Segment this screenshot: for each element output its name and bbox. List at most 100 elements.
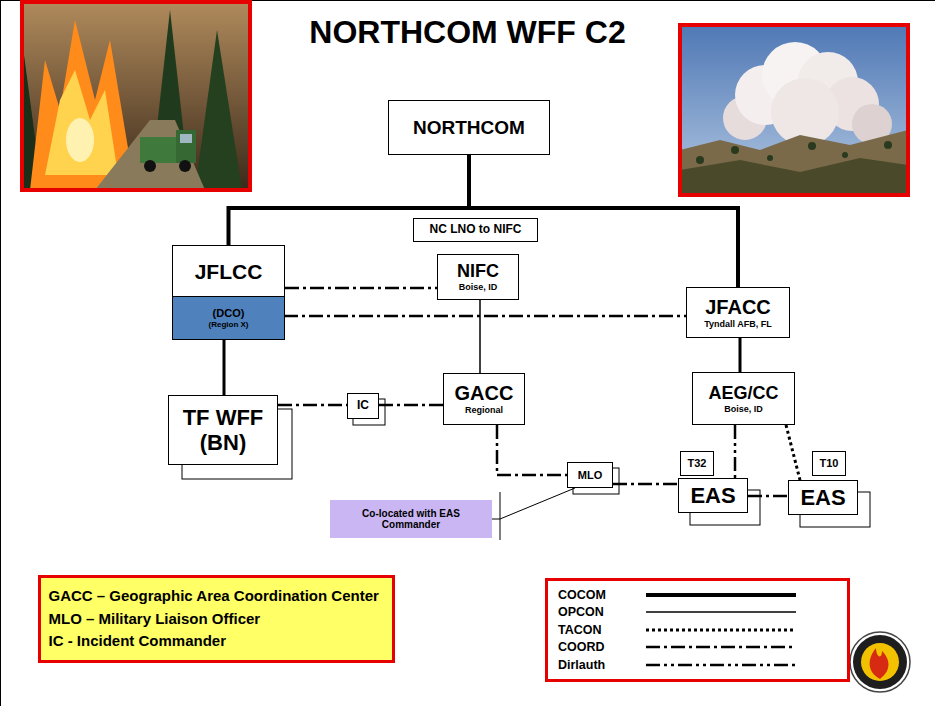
aircraft-tag: T32 <box>680 451 714 476</box>
connector <box>284 315 686 318</box>
road <box>95 120 205 190</box>
legend-line-sample <box>646 612 796 614</box>
abbreviation-key: GACC – Geographic Area Coordination Cent… <box>38 575 395 663</box>
connector <box>748 495 788 498</box>
legend-label: OPCON <box>558 605 646 619</box>
node-label: IC <box>357 399 369 413</box>
photo-border <box>680 25 908 195</box>
connector <box>613 483 678 486</box>
legend-row: OPCON <box>558 604 837 622</box>
command-box: JFLCC(DCO)(Region X) <box>172 245 285 340</box>
aircraft-tag: T10 <box>812 451 846 476</box>
node-label: MLO <box>578 469 602 482</box>
connector <box>497 425 567 475</box>
commander-box: IC <box>347 393 379 419</box>
tree <box>842 152 848 158</box>
hill <box>680 158 908 195</box>
fire-engine <box>176 130 196 163</box>
photo-border <box>22 2 250 190</box>
legend-label: Dirlauth <box>558 658 646 672</box>
dco-band: (DCO)(Region X) <box>173 296 284 339</box>
tree <box>195 30 242 190</box>
seal-ring <box>853 635 907 689</box>
squadron-box: EAS <box>678 478 748 513</box>
node-label: EAS <box>800 485 845 510</box>
squadron-box: EAS <box>788 480 858 515</box>
node-label: JFACC <box>705 296 771 319</box>
tree <box>731 146 739 154</box>
node-sublabel: Boise, ID <box>724 404 763 414</box>
node-label: NIFC <box>457 261 499 282</box>
photo-ground <box>22 2 250 190</box>
sky <box>680 25 908 195</box>
node-sublabel: MLO – Military Liaison Officer <box>49 608 261 631</box>
legend-sample <box>646 589 796 601</box>
node-label: GACC – Geographic Area Coordination Cent… <box>49 585 379 608</box>
node-sublabel: Tyndall AFB, FL <box>704 319 772 329</box>
legend-line-sample <box>646 664 796 667</box>
title-area: NORTHCOM WFF C2 <box>250 14 685 51</box>
smoke-photo <box>680 25 908 195</box>
node-label: T32 <box>688 457 707 470</box>
legend-row: COCOM <box>558 586 837 604</box>
legend-box: COCOM OPCON TACON COORD Dirlauth <box>545 578 850 682</box>
tree <box>884 141 892 149</box>
node-label: T10 <box>820 457 839 470</box>
node-sublabel: (Region X) <box>209 320 249 329</box>
connector <box>739 338 742 372</box>
connector <box>786 425 800 480</box>
node-label: EAS <box>690 483 735 508</box>
node-label: NC LNO to NIFC <box>430 223 522 237</box>
wheel <box>144 160 156 172</box>
node-label: GACC <box>455 382 514 405</box>
legend-row: COORD <box>558 639 837 657</box>
node-label: TF WFF (BN) <box>173 405 273 456</box>
node-label: (DCO) <box>213 307 245 320</box>
legend-row: TACON <box>558 621 837 639</box>
fire-engine <box>140 137 180 163</box>
legend-label: COCOM <box>558 588 646 602</box>
fire-engine <box>180 134 192 143</box>
legend-sample <box>646 659 796 671</box>
legend-sample <box>646 641 796 653</box>
tree <box>767 155 773 161</box>
legend-sample <box>646 624 796 636</box>
liaison-box: NC LNO to NIFC <box>413 218 538 242</box>
connector <box>734 425 737 478</box>
cloud <box>771 78 839 146</box>
legend-sample <box>646 606 796 618</box>
command-box: JFACCTyndall AFB, FL <box>686 287 790 338</box>
legend-line-sample <box>646 646 796 649</box>
node-sublabel: IC - Incident Commander <box>49 630 227 653</box>
seal-center <box>861 643 899 681</box>
legend-label: TACON <box>558 623 646 637</box>
flame <box>45 70 118 175</box>
connector <box>379 404 443 407</box>
connector <box>285 287 437 290</box>
connector <box>223 340 226 395</box>
node-label: Co-located with EAS Commander <box>334 508 488 531</box>
nifc-seal <box>850 632 910 692</box>
legend-line-sample <box>646 628 796 631</box>
tree <box>808 142 816 150</box>
callout-bracket <box>500 492 501 540</box>
tree <box>696 156 704 164</box>
seal-ring <box>850 632 910 692</box>
legend-label: COORD <box>558 640 646 654</box>
connector <box>278 404 347 407</box>
connector <box>479 300 481 373</box>
liaison-box: MLO <box>567 462 613 488</box>
command-box: NORTHCOM <box>388 100 550 155</box>
node-sublabel: Regional <box>465 405 503 415</box>
legend-line-sample <box>646 593 796 597</box>
agency-box: GACCRegional <box>443 373 525 425</box>
task-force-box: TF WFF (BN) <box>168 395 278 465</box>
command-box: AEG/CCBoise, ID <box>692 372 795 425</box>
node-label: NORTHCOM <box>413 117 525 139</box>
connector <box>492 488 575 519</box>
wildfire-photo <box>22 2 250 190</box>
agency-box: NIFCBoise, ID <box>437 254 519 300</box>
seal-flame <box>870 648 889 679</box>
